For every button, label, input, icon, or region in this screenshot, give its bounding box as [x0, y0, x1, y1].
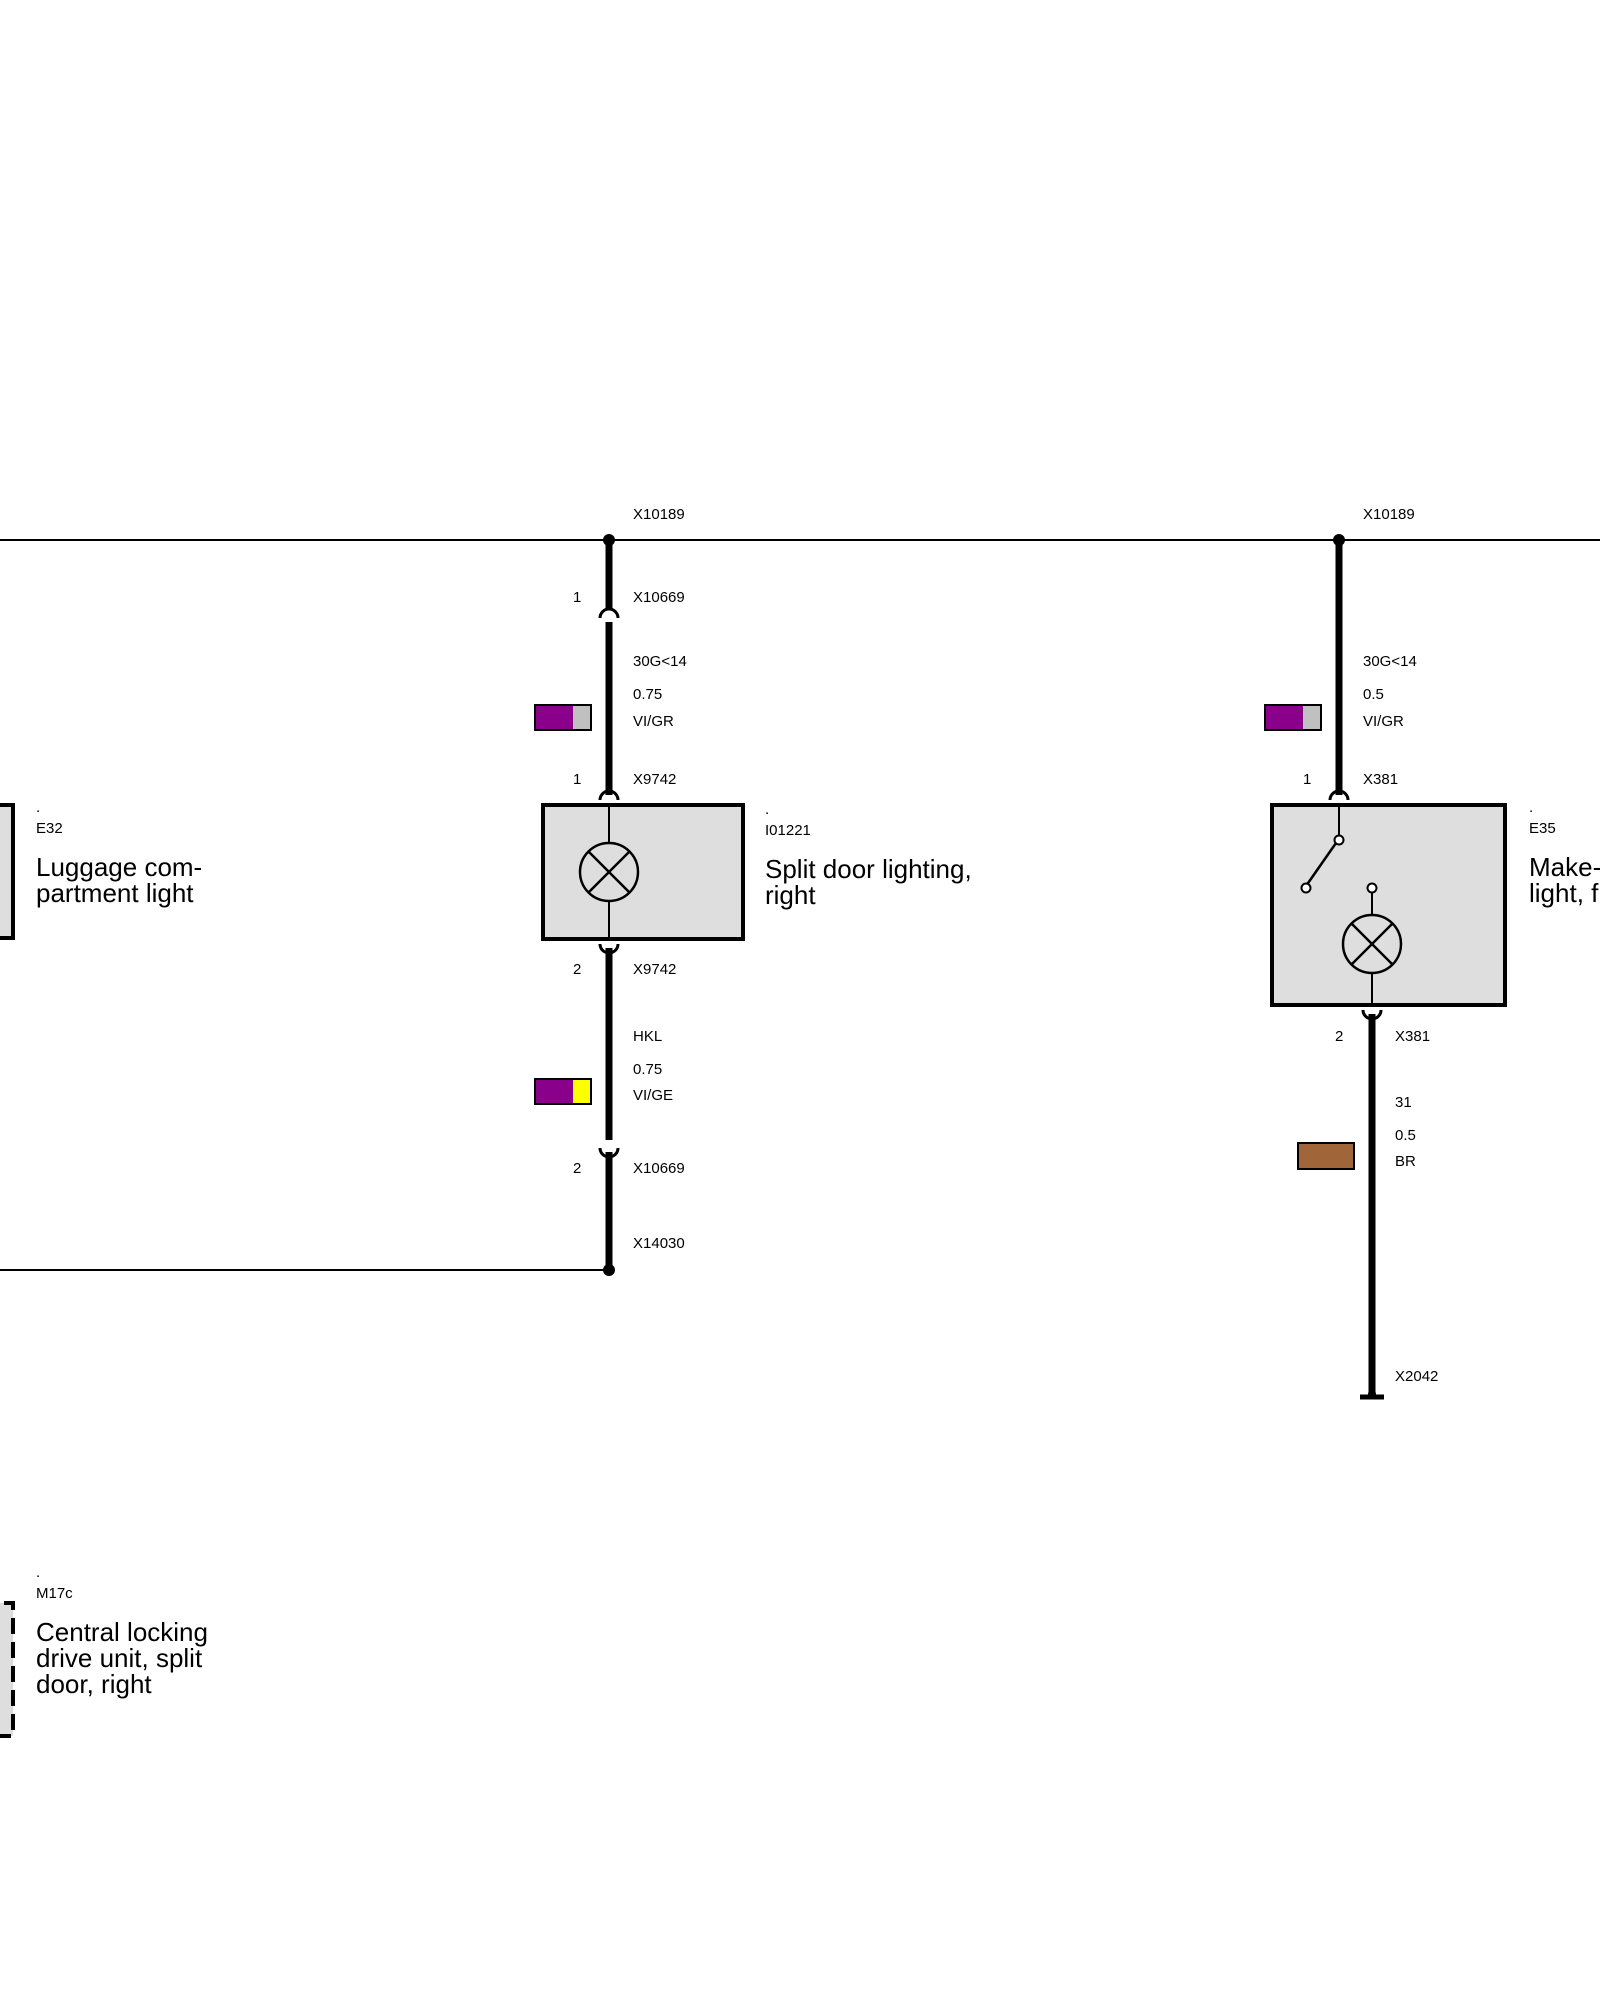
makeup-component-name-line-2: light, fr — [1529, 878, 1600, 908]
makeup-wire-bottom-color-code: BR — [1395, 1153, 1416, 1170]
split-pin-top-icon — [598, 789, 620, 801]
ground-icon — [1360, 1390, 1384, 1400]
makeup-pin-bottom-name: X381 — [1395, 1028, 1430, 1045]
m17c-name-line-3: door, right — [36, 1669, 152, 1699]
lamp-icon — [1341, 913, 1403, 1005]
makeup-component-dot: . — [1529, 799, 1533, 816]
split-wire-top-signal: 30G<14 — [633, 653, 687, 670]
split-connector-top-name: X10669 — [633, 589, 685, 606]
split-pin-bottom-pin: 2 — [573, 961, 581, 978]
makeup-circuit: X10189 30G<14 0.5 VI/GR 1 X381 — [1264, 506, 1600, 1400]
m17c-dot: . — [36, 1564, 40, 1581]
split-pin-bottom-name: X9742 — [633, 961, 676, 978]
split-component-name-line-2: right — [765, 880, 816, 910]
e32-dot: . — [36, 799, 40, 816]
makeup-ground-label: X2042 — [1395, 1368, 1438, 1385]
split-pin-top-pin: 1 — [573, 771, 581, 788]
makeup-pin-bottom-pin: 2 — [1335, 1028, 1343, 1045]
makeup-wire-bottom-color-swatch — [1297, 1142, 1355, 1170]
makeup-component-name-line-1: Make- — [1529, 852, 1600, 882]
split-connector-bottom-pin: 2 — [573, 1160, 581, 1177]
split-pin-top-name: X9742 — [633, 771, 676, 788]
split-component-box — [541, 803, 745, 941]
m17c-name-line-1: Central locking — [36, 1617, 208, 1647]
e32-id: E32 — [36, 820, 63, 837]
split-wire-bottom-signal: HKL — [633, 1028, 662, 1045]
split-connector-top-icon — [598, 607, 620, 619]
makeup-pin-top-name: X381 — [1363, 771, 1398, 788]
split-wire-bottom-size: 0.75 — [633, 1061, 662, 1078]
e32-box — [0, 803, 15, 940]
split-connector-bottom-name: X10669 — [633, 1160, 685, 1177]
m17c-name-line-2: drive unit, split — [36, 1643, 203, 1673]
e32-name-line-2: partment light — [36, 878, 194, 908]
split-component-dot: . — [765, 801, 769, 818]
makeup-wire-top-color-code: VI/GR — [1363, 713, 1404, 730]
left-component-m17c: . M17c Central locking drive unit, split… — [0, 1564, 208, 1738]
makeup-wire-top-color-swatch — [1264, 704, 1322, 731]
makeup-top-node-label: X10189 — [1363, 506, 1415, 523]
makeup-wire-bottom-signal: 31 — [1395, 1094, 1412, 1111]
m17c-id: M17c — [36, 1585, 73, 1602]
makeup-wire-top-signal: 30G<14 — [1363, 653, 1417, 670]
switch-icon — [1300, 805, 1378, 915]
split-connector-top-pin: 1 — [573, 589, 581, 606]
split-wire-top-size: 0.75 — [633, 686, 662, 703]
left-component-e32: . E32 Luggage com- partment light — [0, 799, 202, 940]
split-bottom-node-dot — [603, 1264, 615, 1276]
split-wire-top-color-code: VI/GR — [633, 713, 674, 730]
split-component-id: I01221 — [765, 822, 811, 839]
split-door-circuit: X10189 1 X10669 30G<14 0.75 VI/GR 1 X974… — [534, 506, 972, 1276]
split-top-node-label: X10189 — [633, 506, 685, 523]
split-wire-bottom-color-swatch — [534, 1078, 592, 1105]
makeup-component-box — [1270, 803, 1507, 1007]
m17c-box — [0, 1601, 15, 1738]
split-wire-top-color-swatch — [534, 704, 592, 731]
makeup-component-id: E35 — [1529, 820, 1556, 837]
makeup-wire-bottom-size: 0.5 — [1395, 1127, 1416, 1144]
makeup-pin-top-pin: 1 — [1303, 771, 1311, 788]
makeup-pin-top-icon — [1328, 789, 1350, 801]
split-wire-bottom-color-code: VI/GE — [633, 1087, 673, 1104]
e32-name-line-1: Luggage com- — [36, 852, 202, 882]
lamp-icon — [578, 841, 640, 903]
split-component-name-line-1: Split door lighting, — [765, 854, 972, 884]
makeup-wire-top-size: 0.5 — [1363, 686, 1384, 703]
split-bottom-node-label: X14030 — [633, 1235, 685, 1252]
